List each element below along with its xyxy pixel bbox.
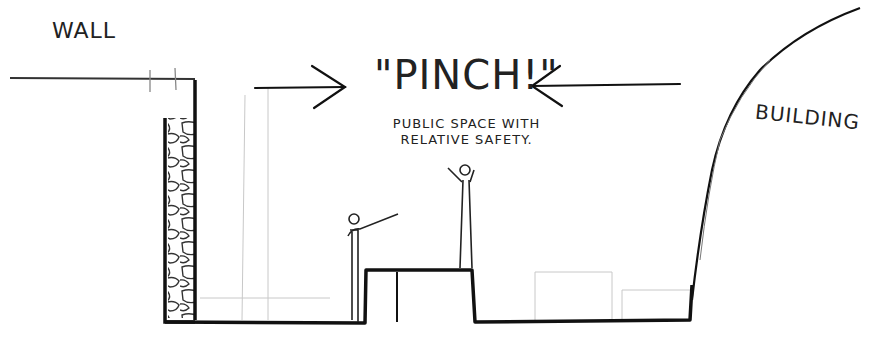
- person-figure: [448, 165, 474, 268]
- construction-lines: [200, 88, 690, 320]
- building-label: BUILDING: [754, 100, 861, 135]
- wall-label: WALL: [52, 18, 116, 43]
- wall-outline: [165, 80, 195, 322]
- ground-line: [10, 78, 195, 79]
- note-text: PUBLIC SPACE WITH RELATIVE SAFETY.: [379, 116, 554, 149]
- stone-wall: [168, 118, 196, 318]
- person-figure: [348, 214, 398, 322]
- ground-profile: [165, 270, 692, 323]
- pinch-title: "PINCH!": [374, 52, 559, 98]
- building-edge: [692, 8, 860, 300]
